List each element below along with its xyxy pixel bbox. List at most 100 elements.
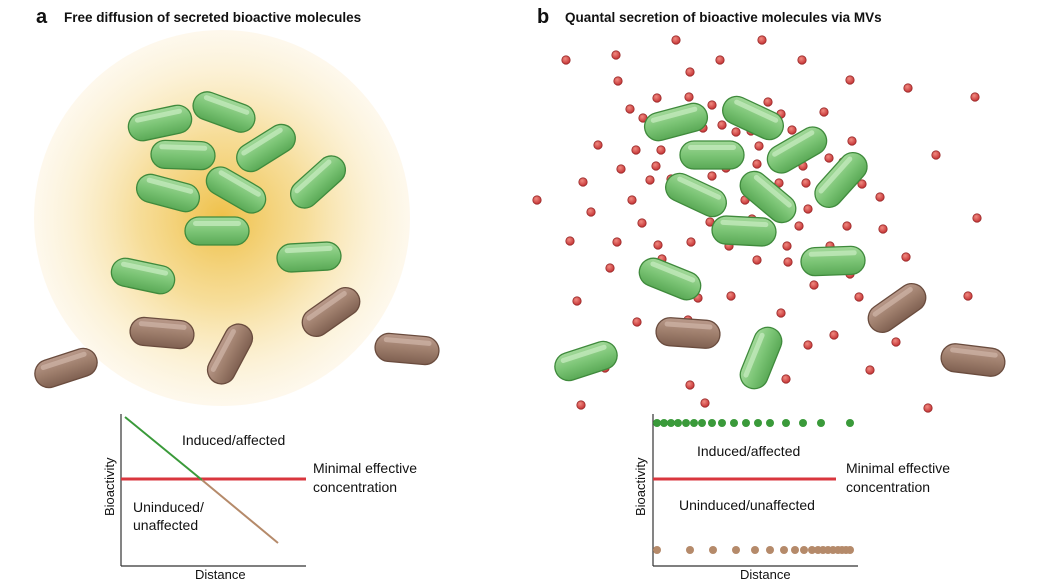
induced-dot xyxy=(817,419,825,427)
x-axis-label: Distance xyxy=(195,567,246,582)
vesicle-dot xyxy=(685,67,695,77)
vesicle-dot xyxy=(857,179,867,189)
x-axis-label: Distance xyxy=(740,567,791,582)
panel-b-title: Quantal secretion of bioactive molecules… xyxy=(565,10,882,25)
induced-dot xyxy=(682,419,690,427)
induced-cell xyxy=(554,340,618,382)
induced-dot xyxy=(653,419,661,427)
induced-dot xyxy=(754,419,762,427)
vesicle-dot xyxy=(565,236,575,246)
induced-dot xyxy=(782,419,790,427)
vesicle-dot xyxy=(781,374,791,384)
induced-dot xyxy=(846,419,854,427)
vesicle-dot xyxy=(715,55,725,65)
uninduced-dots xyxy=(653,546,854,554)
vesicle-dot xyxy=(757,35,767,45)
induced-cell xyxy=(110,257,176,295)
uninduced-dot xyxy=(751,546,759,554)
induced-cell xyxy=(711,215,777,247)
induced-cell xyxy=(276,241,342,273)
panel-a-title: Free diffusion of secreted bioactive mol… xyxy=(64,10,361,25)
vesicle-dot xyxy=(700,398,710,408)
vesicle-dot xyxy=(651,161,661,171)
induced-dots xyxy=(653,419,854,427)
vesicle-dot xyxy=(717,120,727,130)
vesicle-dot xyxy=(842,221,852,231)
vesicle-dot xyxy=(653,240,663,250)
vesicle-dot xyxy=(801,178,811,188)
induced-cell xyxy=(665,172,727,218)
vesicle-dot xyxy=(970,92,980,102)
label-uninduced-1: Uninduced/ xyxy=(133,499,204,515)
vesicle-dot xyxy=(686,237,696,247)
uninduced-cell xyxy=(206,323,254,385)
vesicle-dot xyxy=(803,340,813,350)
induced-cell xyxy=(800,245,866,277)
vesicle-dot xyxy=(903,83,913,93)
threshold-label-2: concentration xyxy=(846,479,930,495)
panel-a-letter: a xyxy=(36,6,48,28)
uninduced-dot xyxy=(846,546,854,554)
uninduced-cell xyxy=(129,316,195,350)
induced-cell xyxy=(766,126,828,174)
vesicle-dot xyxy=(752,159,762,169)
uninduced-cell xyxy=(374,332,440,366)
induced-trend-line xyxy=(124,416,203,481)
induced-dot xyxy=(660,419,668,427)
vesicle-dot xyxy=(787,125,797,135)
vesicle-dot xyxy=(652,93,662,103)
label-induced: Induced/affected xyxy=(697,443,800,459)
induced-dot xyxy=(742,419,750,427)
vesicle-dot xyxy=(605,263,615,273)
vesicle-dot xyxy=(707,100,717,110)
induced-cell xyxy=(192,91,256,133)
vesicle-dot xyxy=(901,252,911,262)
induced-cell xyxy=(135,173,201,213)
induced-dot xyxy=(690,419,698,427)
induced-dot xyxy=(708,419,716,427)
induced-cell xyxy=(127,104,193,142)
vesicle-dot xyxy=(963,291,973,301)
uninduced-dot xyxy=(732,546,740,554)
uninduced-trend-line xyxy=(201,479,279,544)
induced-dot xyxy=(730,419,738,427)
vesicle-dot xyxy=(878,224,888,234)
vesicle-dot xyxy=(972,213,982,223)
vesicle-dot xyxy=(637,218,647,228)
uninduced-dot xyxy=(808,546,816,554)
uninduced-dot xyxy=(686,546,694,554)
vesicle-dot xyxy=(754,141,764,151)
induced-cell xyxy=(205,166,267,214)
induced-dot xyxy=(799,419,807,427)
vesicle-dot xyxy=(819,107,829,117)
label-induced: Induced/affected xyxy=(182,432,285,448)
uninduced-dot xyxy=(791,546,799,554)
panel-b-plot: Induced/affected Uninduced/unaffected Mi… xyxy=(633,414,950,582)
vesicle-dot xyxy=(891,337,901,347)
vesicle-dot xyxy=(797,55,807,65)
vesicle-dot xyxy=(829,330,839,340)
vesicle-dot xyxy=(847,136,857,146)
uninduced-dot xyxy=(709,546,717,554)
vesicle-dot xyxy=(803,204,813,214)
induced-dot xyxy=(698,419,706,427)
vesicle-dot xyxy=(561,55,571,65)
vesicle-dot xyxy=(931,150,941,160)
vesicle-dot xyxy=(611,50,621,60)
vesicle-dot xyxy=(707,171,717,181)
induced-cell xyxy=(184,216,250,246)
vesicle-dot xyxy=(865,365,875,375)
vesicle-dot xyxy=(616,164,626,174)
induced-cell xyxy=(739,170,797,224)
vesicle-dot xyxy=(783,257,793,267)
panel-b-cells xyxy=(554,95,1006,390)
induced-cell xyxy=(150,139,216,171)
induced-cell xyxy=(638,257,702,301)
uninduced-cell xyxy=(867,283,927,333)
vesicle-dot xyxy=(763,97,773,107)
vesicle-dot xyxy=(923,403,933,413)
vesicle-dot xyxy=(632,317,642,327)
label-uninduced-2: unaffected xyxy=(133,517,198,533)
vesicle-dot xyxy=(613,76,623,86)
vesicle-dot xyxy=(578,177,588,187)
